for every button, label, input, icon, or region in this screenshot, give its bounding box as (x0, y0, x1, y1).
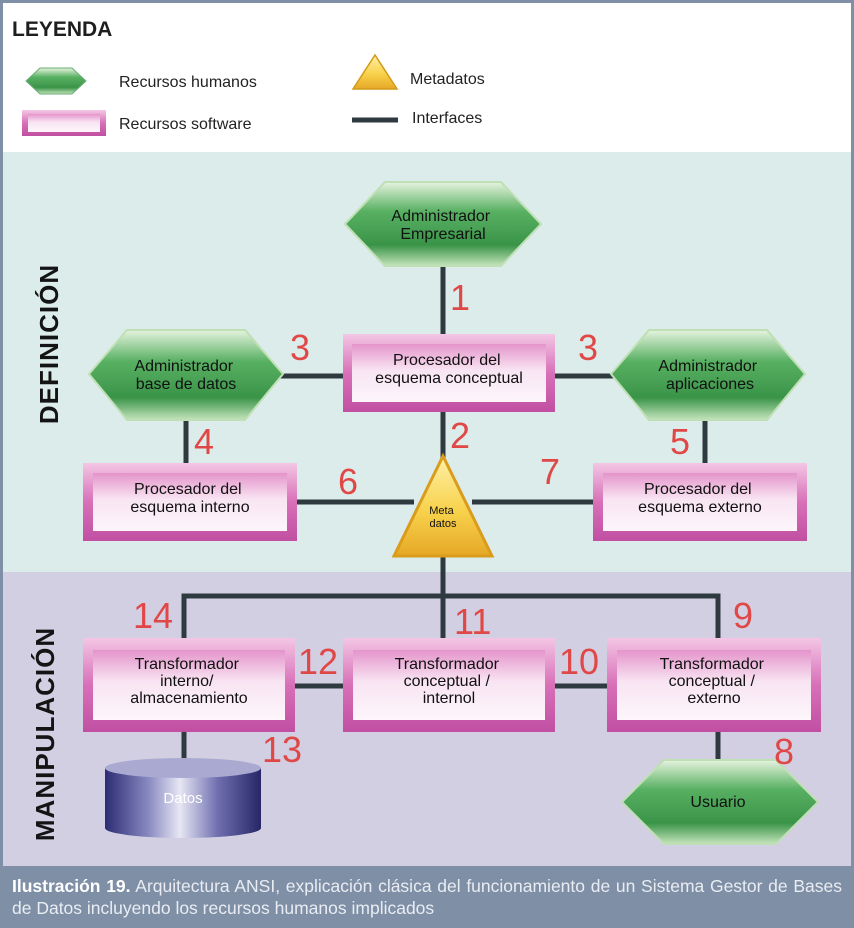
admin-aplicaciones-line-2: aplicaciones (666, 376, 754, 393)
admin-aplicaciones-line-1: Administrador (658, 358, 757, 375)
proc-conceptual-inner (352, 344, 546, 402)
proc-externo-line-2: esquema externo (638, 499, 762, 516)
transf-conceptual-interno-node: Transformador conceptual / internol (343, 638, 555, 732)
interface-number-1: 1 (450, 277, 470, 318)
admin-empresarial-node: Administrador Empresarial (343, 181, 543, 267)
caption-text: Arquitectura ANSI, explicación clásica d… (12, 876, 842, 918)
metadatos-line-2: datos (430, 518, 457, 530)
transf-interno-inner (93, 650, 285, 720)
proc-externo-label: Procesador del esquema externo (638, 481, 762, 516)
transf-conceptual-externo-line-1: Transformador (660, 656, 765, 673)
transf-conceptual-externo-line-3: externo (687, 690, 740, 707)
proc-conceptual-line-1: Procesador del (393, 352, 501, 369)
proc-interno-label: Procesador del esquema interno (130, 481, 249, 516)
interface-number-13: 13 (262, 729, 302, 770)
interface-number-2: 2 (450, 415, 470, 456)
proc-externo-node: Procesador del esquema externo (593, 463, 807, 541)
proc-interno-line-1: Procesador del (134, 481, 242, 498)
datos-node: Datos (105, 758, 261, 838)
transf-interno-node: Transformador interno/ almacenamiento (83, 638, 295, 732)
definition-label: DEFINICIÓN (34, 264, 64, 424)
legend-software-rect-inner (28, 114, 100, 132)
transf-interno-line-2: interno/ (160, 673, 214, 690)
interface-number-3-right: 3 (578, 327, 598, 368)
legend-metadata-label: Metadatos (410, 71, 485, 88)
usuario-node: Usuario (620, 759, 820, 845)
admin-empresarial-line-1: Administrador (391, 208, 490, 225)
metadatos-label: Meta datos (429, 505, 457, 530)
interface-numbers: 1 2 3 3 4 5 6 7 8 9 10 11 12 13 14 (133, 277, 794, 772)
admin-bd-line-2: base de datos (136, 376, 237, 393)
admin-bd-hexagon (87, 329, 285, 421)
interface-number-10: 10 (559, 641, 599, 682)
interface-lines (181, 265, 721, 770)
legend: LEYENDA Recursos humanos Recursos softwa… (12, 18, 485, 136)
interface-number-8: 8 (774, 731, 794, 772)
transf-conceptual-interno-label: Transformador conceptual / internol (395, 656, 504, 707)
datos-label: Datos (163, 790, 202, 807)
interface-number-5: 5 (670, 421, 690, 462)
transf-conceptual-interno-inner (353, 650, 545, 720)
metadatos-line-1: Meta (429, 505, 454, 517)
interface-number-3-left: 3 (290, 327, 310, 368)
legend-human-hexagon (25, 67, 87, 95)
admin-aplicaciones-node: Administrador aplicaciones (609, 329, 807, 421)
proc-conceptual-label: Procesador del esquema conceptual (375, 352, 523, 387)
interface-number-12: 12 (298, 641, 338, 682)
admin-empresarial-line-2: Empresarial (400, 226, 485, 243)
legend-human-label: Recursos humanos (119, 74, 257, 91)
usuario-label: Usuario (690, 794, 745, 811)
legend-software-label: Recursos software (119, 116, 252, 133)
proc-conceptual-node: Procesador del esquema conceptual (343, 334, 555, 412)
admin-bd-label: Administrador base de datos (134, 358, 237, 393)
transf-conceptual-interno-line-3: internol (423, 690, 475, 707)
figure-caption: Ilustración 19. Arquitectura ANSI, expli… (0, 868, 854, 928)
transf-conceptual-externo-node: Transformador conceptual / externo (607, 638, 821, 732)
diagram-border (0, 0, 854, 869)
proc-interno-inner (93, 473, 287, 531)
transf-interno-line-3: almacenamiento (130, 690, 248, 707)
proc-externo-inner (603, 473, 797, 531)
proc-externo-line-1: Procesador del (644, 481, 752, 498)
proc-conceptual-line-2: esquema conceptual (375, 370, 523, 387)
metadatos-triangle (391, 452, 495, 558)
proc-interno-line-2: esquema interno (130, 499, 249, 516)
transf-interno-label: Transformador interno/ almacenamiento (130, 656, 248, 707)
interface-number-7: 7 (540, 451, 560, 492)
interface-number-14: 14 (133, 595, 173, 636)
interface-number-11: 11 (454, 601, 491, 642)
datos-cylinder-top (105, 758, 261, 778)
admin-bd-line-1: Administrador (134, 358, 233, 375)
proc-interno-node: Procesador del esquema interno (83, 463, 297, 541)
legend-metadata-triangle (351, 53, 399, 90)
transf-conceptual-interno-line-2: conceptual / (404, 673, 491, 690)
transf-conceptual-externo-label: Transformador conceptual / externo (660, 656, 769, 707)
manipulation-bus-line (181, 593, 721, 640)
admin-aplicaciones-label: Administrador aplicaciones (658, 358, 761, 393)
metadatos-node: Meta datos (391, 452, 495, 558)
legend-title: LEYENDA (12, 18, 112, 41)
admin-bd-node: Administrador base de datos (87, 329, 285, 421)
interface-number-6: 6 (338, 461, 358, 502)
admin-empresarial-label: Administrador Empresarial (391, 208, 494, 243)
datos-cylinder (105, 768, 261, 838)
transf-conceptual-interno-line-1: Transformador (395, 656, 500, 673)
admin-empresarial-hexagon (343, 181, 543, 267)
transf-conceptual-externo-inner (617, 650, 811, 720)
admin-aplicaciones-hexagon (609, 329, 807, 421)
ansi-architecture-diagram: LEYENDA Recursos humanos Recursos softwa… (0, 0, 854, 869)
usuario-hexagon (620, 759, 820, 845)
interface-number-4: 4 (194, 421, 214, 462)
transf-interno-line-1: Transformador (135, 656, 240, 673)
transf-conceptual-externo-line-2: conceptual / (669, 673, 756, 690)
interface-number-9: 9 (733, 595, 753, 636)
manipulation-label: MANIPULACIÓN (30, 627, 60, 841)
legend-interface-label: Interfaces (412, 110, 482, 127)
caption-label: Ilustración 19. (12, 876, 131, 896)
